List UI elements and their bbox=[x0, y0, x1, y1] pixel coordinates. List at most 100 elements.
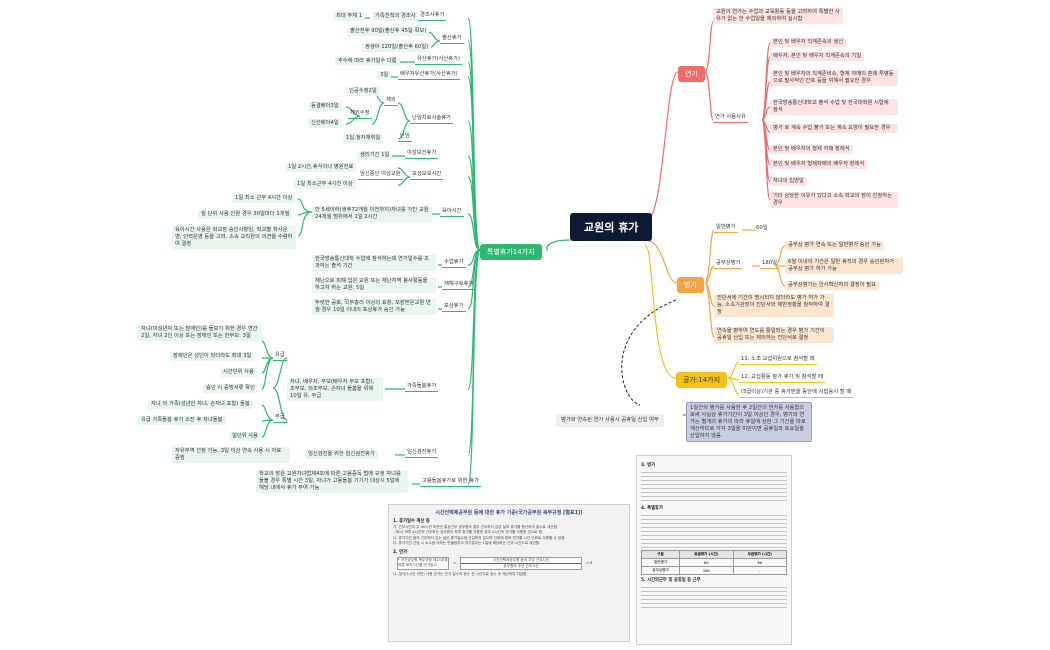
node-pregnancy-checkup-leave[interactable]: 임신검진휴가 bbox=[405, 449, 439, 458]
doc1-line-3: 나. 휴가기간 중의 근무하지 않는 날은 휴가일수에 산입하지 않으며 단위에… bbox=[393, 535, 566, 540]
node-annual-reason-label[interactable]: 연가 사용사유 bbox=[713, 114, 748, 123]
node-class-open-university[interactable]: 한국방송통신대학 수업에 참석하는데 연가일수를 초과하는 출석 기간 bbox=[312, 255, 436, 271]
node-artificial-insemination[interactable]: 인공수정2일 bbox=[346, 87, 380, 96]
doc2-table-cell: 180 bbox=[679, 566, 734, 575]
node-parenting-under5[interactable]: 만 5세이하(생후72개월 이전까지)자녀를 가진 교원 24개월 범위에서 1… bbox=[312, 206, 432, 222]
node-parenting-approval[interactable]: 육아시간 사용은 학교장 승인사항임, 학교별 학사운영, 인력운영 등을 고려… bbox=[172, 226, 296, 249]
doc-part-time-leave: 시간선택제공무원 등에 대한 휴가 기준(국가공무원 복무규정 [별표1]) 1… bbox=[388, 504, 630, 642]
node-condolence-leave[interactable]: 경조사휴가 bbox=[418, 12, 447, 21]
node-paid-hourly[interactable]: 시간단위 사용 bbox=[220, 368, 257, 377]
branch-special-leave[interactable]: 특별휴가14가지 bbox=[480, 244, 542, 260]
doc2-table-cell: 60 bbox=[732, 558, 788, 567]
node-annual-reason-univ[interactable]: 한국방송통신대학교 출석 수업 및 한국대학원 시험에 참석 bbox=[770, 99, 898, 115]
doc2-section-overtime: 5. 시간외근무 및 공휴일 등 근무 bbox=[641, 578, 701, 583]
node-womens-health-leave[interactable]: 여성보건휴가 bbox=[405, 150, 439, 159]
node-disaster-relief-desc[interactable]: 재난으로 피해 입은 교원 또는 재난지역 봉사활동을 하고자 하는 교원, 5… bbox=[312, 277, 436, 293]
node-condolence-family[interactable]: 가족친척의 경조사 bbox=[372, 12, 419, 21]
node-sperm-collection[interactable]: 1일,정자채취일 bbox=[343, 134, 384, 143]
node-sick-holiday[interactable]: 연속을 병하여 연도를 통일되는 경우 병가 기간이 공휴일 산입 또는 제외하… bbox=[714, 327, 834, 343]
node-menstrual-day[interactable]: 생리기간 1일 bbox=[357, 151, 393, 160]
node-official-sick-days[interactable]: 180일 bbox=[760, 260, 779, 269]
node-official-sick-six-months[interactable]: 6월 이내의 기간은 일반 휴직의 경우 승인된자가 공무상 병가 허가 가능 bbox=[785, 258, 903, 274]
node-parenting-time[interactable]: 육아시간 bbox=[440, 208, 464, 217]
node-spouse-miscarriage-leave[interactable]: 배우자유산휴가(사산휴가) bbox=[398, 71, 460, 80]
node-maternity-leave[interactable]: 출산휴가 bbox=[440, 35, 464, 44]
node-unpaid-daily[interactable]: 일단위 사용 bbox=[229, 432, 262, 441]
doc1-formula-left: * 국가공무원 복무규정 제15조에 따른 재직기간별 연가일수 bbox=[398, 558, 448, 568]
node-official-sick-approval[interactable]: 공무상 병가 연속 또는 일반병가 승인 가능 bbox=[785, 241, 884, 250]
node-pregnancy-checkup-desc[interactable]: 임신검진을 위한 임신검진휴가 bbox=[305, 450, 378, 459]
node-paid-evidence[interactable]: 승인 시 증빙서류 확인 bbox=[203, 384, 258, 393]
node-general-sick[interactable]: 일반병가 bbox=[714, 224, 738, 233]
node-official-sick[interactable]: 공무상병가 bbox=[714, 260, 743, 269]
node-fresh-embryo[interactable]: 신선배아4일 bbox=[308, 119, 342, 128]
node-general-sick-days[interactable]: 60일 bbox=[756, 225, 768, 231]
node-two-hours-rest[interactable]: 1일 2시간,휴식이나 병원진료 bbox=[285, 163, 357, 172]
node-reward-desc[interactable]: 뚜렷한 공로, 국무총리 이상의 표창, 포장받은교원 연월 경우 10일 이내… bbox=[312, 299, 436, 315]
node-family-care-desc[interactable]: 자녀, 배우자, 부모(배우자 부모 포함), 조부모, 외조부모, 손자녀 돌… bbox=[287, 378, 383, 401]
node-miscarriage-leave[interactable]: 유산휴가(사산휴가) bbox=[415, 56, 463, 65]
node-official-sick-decision[interactable]: 공무상병가는 인사혁신처의 결정이 필요 bbox=[785, 281, 879, 290]
node-condolence-max[interactable]: 최대 주체 1 bbox=[333, 12, 366, 21]
node-official-union[interactable]: 11. 노조 교섭위원으로 참석할 때 bbox=[739, 356, 817, 365]
node-pregnant-teacher[interactable]: 임신중인 여성교원 bbox=[358, 171, 403, 180]
node-ivf[interactable]: 체외수정 bbox=[348, 110, 372, 119]
doc2-section-sick: 3. 병가 bbox=[641, 463, 656, 468]
node-annual-reason-memorial[interactable]: 배우자, 본인 및 배우자 직계존속의 기일 bbox=[770, 52, 865, 61]
node-miscarriage-days[interactable]: 주수에 따라 휴가일수 다름 bbox=[335, 57, 400, 66]
node-family-care-unpaid[interactable]: 무급 bbox=[273, 414, 287, 423]
node-family-care-leave[interactable]: 가족돌봄휴가 bbox=[405, 383, 439, 392]
doc2-table-cell: 60 bbox=[679, 558, 734, 567]
node-class-leave[interactable]: 수업휴가 bbox=[442, 259, 466, 268]
doc2-table-head-1: 구분 bbox=[640, 550, 681, 559]
node-annual-reason-sick[interactable]: 병가 로 계속 수업 불가 또는 계속 요양이 필요한 경우 bbox=[770, 124, 898, 133]
node-parenting-min4[interactable]: 1일 최소 근무 4시간 이상 bbox=[232, 194, 296, 203]
node-parenting-monthly[interactable]: 월 단위 사용 인원 경우 30일마다 1개월 bbox=[198, 210, 293, 219]
doc1-line-4: 다. 휴가기간 산정 시 소수점 이하는 반올림하고 휴가일수는 1일에 해당하… bbox=[393, 541, 541, 546]
node-annual-principle[interactable]: 교원의 연가는 수업과 교육활동 등을 고려하여 특별한 사유가 없는 한 수업… bbox=[713, 8, 843, 24]
doc2-table-cell: - bbox=[732, 566, 788, 575]
node-maternity-protection[interactable]: 모성보호시간 bbox=[410, 171, 444, 180]
node-reward-leave[interactable]: 포상휴가 bbox=[442, 303, 466, 312]
node-employment-care-desc[interactable]: 학교의 장은 교원자녀법제4조에 따른 고용중독 법에 규정 자녀를 돌볼 경우… bbox=[256, 470, 408, 493]
node-annual-reason-birthday[interactable]: 본인 및 배우자 직계존속의 생신 bbox=[770, 38, 847, 47]
node-official-exam[interactable]: (5급이상)기관 중 휴가받을 동안에 시험응시 할 때 bbox=[739, 389, 854, 398]
doc1-last-line: 나. 절삭(1시간 미만) 사용 연가는 연가 일수의 정수 전 시간으로 정수… bbox=[393, 572, 528, 577]
node-employment-care-leave[interactable]: 고용돌봄휴가로 위한 휴가 bbox=[420, 478, 481, 487]
doc2-text-block-3 bbox=[641, 584, 787, 610]
node-infertility-leave[interactable]: 난임치료시술휴가 bbox=[410, 115, 453, 124]
node-annual-reason-enlistment[interactable]: 자녀의 입영일 bbox=[770, 177, 807, 186]
node-min-four-hours[interactable]: 1일 최소근무 4시간 이상 bbox=[294, 180, 356, 189]
node-family-care-paid[interactable]: 유급 bbox=[273, 352, 287, 361]
node-annual-reason-sibling-funeral[interactable]: 본인 및 배우자의 형제 자매 장례식 bbox=[770, 145, 853, 154]
doc2-table-cell: 공무상병가 bbox=[640, 566, 681, 575]
doc1-formula-eq: × 8 bbox=[586, 560, 593, 565]
branch-sick-leave[interactable]: 병가 bbox=[677, 277, 704, 293]
node-frozen-embryo[interactable]: 동결배아3일 bbox=[308, 102, 342, 111]
node-annual-reason-other[interactable]: 기타 상당한 이유가 있다고 소속 학교의 장이 인정하는 경우 bbox=[770, 192, 898, 208]
node-infertility-external[interactable]: 체외 bbox=[384, 97, 398, 106]
branch-annual-leave[interactable]: 연가 bbox=[678, 66, 705, 82]
node-disaster-relief-leave[interactable]: 재해구호휴가 bbox=[442, 281, 476, 290]
node-paid-disabled-adult[interactable]: 장애인은 성인이 되더라도 최대 3일 bbox=[170, 352, 255, 361]
node-paid-child-days[interactable]: 자녀(미성년자 또는 장애인)를 돌보기 위한 경우 연간 2일, 자녀 2인 … bbox=[138, 325, 262, 341]
node-holiday-answer[interactable]: 1일간의 병가를 사용한 후 2일간의 연가를 사용함으로써 사실상 휴가기간이… bbox=[686, 402, 812, 443]
node-holiday-question[interactable]: 병가와 연속된 연가 사용시 공휴일 산입 여부 bbox=[556, 414, 664, 427]
node-unpaid-after-paid[interactable]: 유급 가족돌봄 휴가 소진 후 자녀돌봄 bbox=[138, 416, 226, 425]
doc2-text-block-1 bbox=[641, 469, 787, 503]
node-sick-diagnosis[interactable]: 진단서에 기간이 명시되지 않더라도 병가 허가 가능, 소속기관장이 진단서와… bbox=[714, 294, 834, 317]
node-maternity-90[interactable]: 출산전후 90일(출산후 45일 확보) bbox=[347, 27, 430, 36]
node-infertility-sub[interactable]: 난임 bbox=[398, 133, 412, 142]
node-pregnancy-checkup-evidence[interactable]: 자유무역 선정 가능, 3일 이상 연속 사용 시 자료 증빙 bbox=[172, 447, 290, 463]
node-spouse-3days[interactable]: 3일 bbox=[377, 71, 392, 80]
branch-official-leave[interactable]: 공가:14가지 bbox=[676, 372, 728, 388]
central-topic[interactable]: 교원의 휴가 bbox=[570, 213, 653, 241]
doc1-formula: * 국가공무원 복무규정 제15조에 따른 재직기간별 연가일수 × 시간선택제… bbox=[397, 556, 625, 571]
node-maternity-120[interactable]: 쌍생아 120일(출산후 60일) bbox=[362, 43, 432, 52]
node-official-negotiation[interactable]: 12. 교섭활동 참가 휴가 및 참석할 때 bbox=[739, 374, 825, 383]
node-annual-reason-care[interactable]: 본인 및 배우자의 직계존비속, 형제 자매의 혼례 투병등으로 필사적인 간호… bbox=[770, 70, 898, 86]
doc1-formula-den: 공무원의 주당 근무시간 bbox=[503, 563, 539, 568]
node-annual-reason-inlaw-funeral[interactable]: 본인 및 배우자 형제자매의 배우자 장례식 bbox=[770, 160, 868, 169]
node-unpaid-other-family[interactable]: 자녀 외 가족(성년인 자녀, 손자녀 포함) 돌봄 bbox=[148, 400, 253, 409]
